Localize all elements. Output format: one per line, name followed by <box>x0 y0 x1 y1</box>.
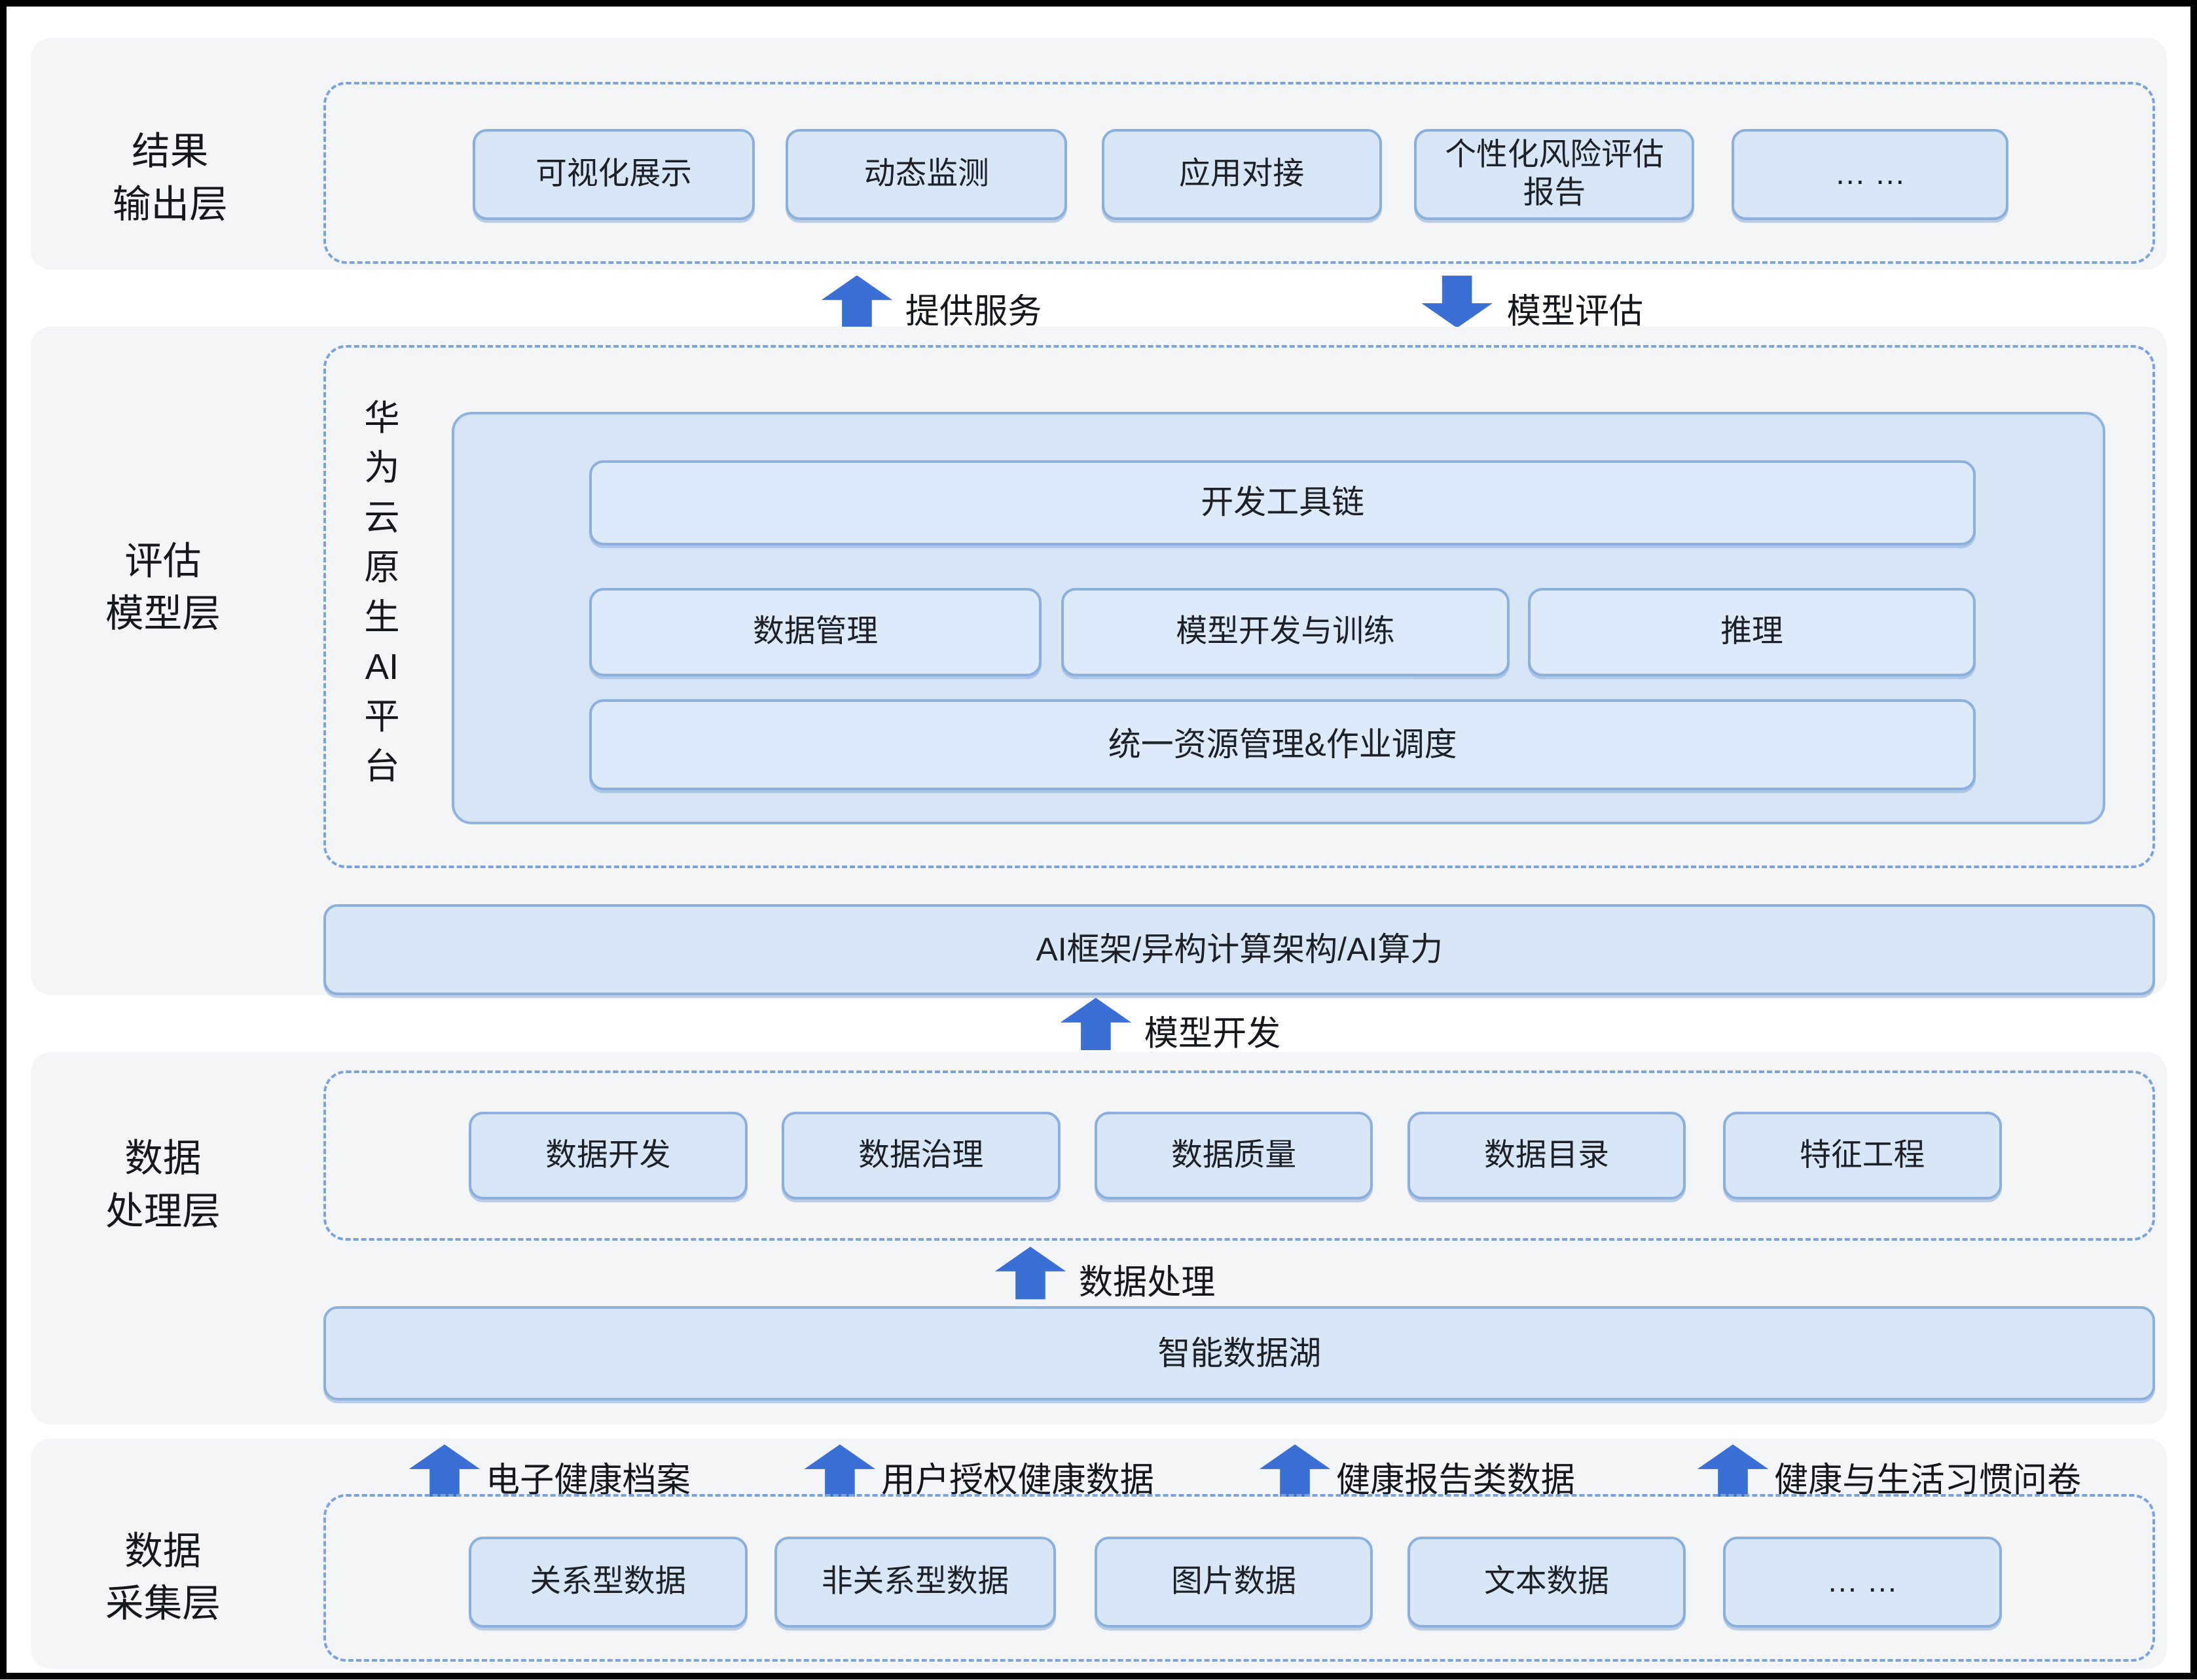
flow-label-model-evaluation: 模型评估 <box>1506 292 1644 331</box>
output-layer-label: 结果 输出层 <box>64 126 277 231</box>
processing-box-feature-engineering: 特征工程 <box>1722 1111 2002 1200</box>
flow-label-model-development: 模型开发 <box>1144 1015 1281 1053</box>
collection-layer-dashed-container <box>323 1494 2156 1662</box>
output-layer-label-line2: 输出层 <box>112 183 228 226</box>
platform-resource-scheduling-bar: 统一资源管理&作业调度 <box>589 699 1976 790</box>
model-layer-label: 评估 模型层 <box>56 536 270 641</box>
platform-title-char: 台 <box>364 746 400 787</box>
processing-box-data-development: 数据开发 <box>468 1111 748 1200</box>
platform-title-char: AI <box>365 646 399 687</box>
platform-title-char: 生 <box>364 596 400 637</box>
output-box-risk-report: 个性化风险评估报告 <box>1414 128 1695 220</box>
platform-title-char: 原 <box>364 547 400 587</box>
collection-box-relational-data: 关系型数据 <box>468 1537 748 1628</box>
cloud-native-ai-platform-box: 开发工具链 数据管理 模型开发与训练 推理 统一资源管理&作业调度 <box>451 412 2106 824</box>
up-arrow-icon-model-development <box>1060 998 1132 1051</box>
source-label-health-report-data: 健康报告类数据 <box>1336 1461 1575 1500</box>
collection-layer-label-line2: 采集层 <box>105 1582 221 1626</box>
processing-layer-label: 数据 处理层 <box>56 1133 270 1238</box>
output-box-app-integration: 应用对接 <box>1101 128 1382 220</box>
collection-box-non-relational-data: 非关系型数据 <box>774 1537 1057 1628</box>
collection-box-ellipsis: … … <box>1722 1537 2002 1628</box>
output-box-ellipsis: … … <box>1731 128 2009 220</box>
data-lake-bar: 智能数据湖 <box>323 1306 2156 1400</box>
flow-label-provide-service: 提供服务 <box>905 292 1042 331</box>
source-label-lifestyle-questionnaire: 健康与生活习惯问卷 <box>1774 1461 2082 1500</box>
output-box-visualization: 可视化展示 <box>473 128 755 220</box>
processing-box-data-catalog: 数据目录 <box>1407 1111 1686 1200</box>
platform-box-inference: 推理 <box>1527 588 1976 676</box>
flow-label-data-processing: 数据处理 <box>1078 1264 1216 1302</box>
model-layer-label-line1: 评估 <box>124 540 202 583</box>
processing-box-data-quality: 数据质量 <box>1094 1111 1373 1200</box>
platform-title-char: 华 <box>364 397 400 438</box>
model-layer-dashed-container <box>323 344 2156 869</box>
collection-layer-label-line1: 数据 <box>124 1529 202 1573</box>
ai-framework-bar: AI框架/异构计算架构/AI算力 <box>323 904 2156 995</box>
source-label-authorized-health-data: 用户授权健康数据 <box>881 1461 1154 1500</box>
output-box-dynamic-monitoring: 动态监测 <box>786 128 1068 220</box>
platform-box-model-dev-training: 模型开发与训练 <box>1061 588 1510 676</box>
platform-box-data-management: 数据管理 <box>589 588 1042 676</box>
up-arrow-icon-provide-service <box>821 275 893 328</box>
platform-title-char: 云 <box>364 497 400 538</box>
processing-layer-label-line1: 数据 <box>124 1137 202 1180</box>
output-layer-label-line1: 结果 <box>132 130 209 173</box>
down-arrow-icon-model-evaluation <box>1421 275 1493 328</box>
collection-box-text-data: 文本数据 <box>1407 1537 1686 1628</box>
source-label-ehr: 电子健康档案 <box>486 1461 691 1500</box>
platform-title-char: 平 <box>364 697 400 737</box>
platform-title-char: 为 <box>364 447 400 488</box>
collection-box-image-data: 图片数据 <box>1094 1537 1373 1628</box>
processing-box-data-governance: 数据治理 <box>781 1111 1061 1200</box>
model-layer-label-line2: 模型层 <box>105 593 221 636</box>
platform-toolchain-bar: 开发工具链 <box>589 460 1976 545</box>
collection-layer-label: 数据 采集层 <box>56 1525 270 1631</box>
processing-layer-label-line2: 处理层 <box>105 1190 221 1233</box>
processing-layer-dashed-container <box>323 1070 2156 1241</box>
output-layer-dashed-container <box>323 82 2156 265</box>
platform-vertical-title: 华 为 云 原 生 AI 平 台 <box>352 393 412 792</box>
